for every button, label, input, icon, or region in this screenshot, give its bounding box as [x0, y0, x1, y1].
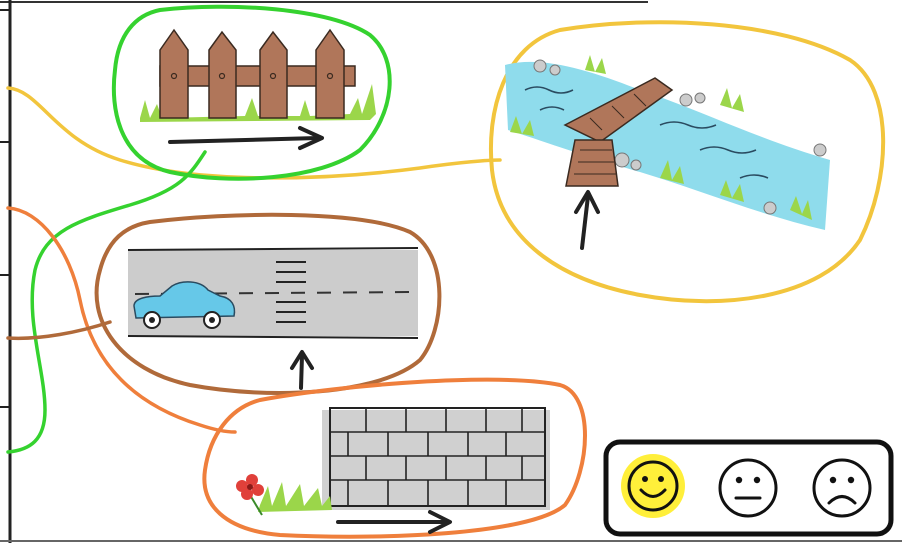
fence-icon: [140, 30, 376, 122]
left-ruler: [0, 0, 10, 543]
smiley-sad-icon[interactable]: [814, 460, 870, 516]
arrow-up-icon: [292, 352, 312, 388]
car-road-icon: [128, 248, 418, 338]
bridge-scene: [491, 22, 883, 301]
wall-icon: [236, 408, 550, 515]
smiley-happy-icon[interactable]: [621, 454, 685, 518]
brown-connector: [8, 322, 110, 338]
road-scene: [97, 215, 440, 393]
green-loop: [114, 7, 390, 179]
wall-scene: [204, 380, 585, 537]
rating-panel: [606, 442, 891, 534]
arrow-right-icon: [338, 512, 450, 532]
smiley-neutral-icon[interactable]: [720, 460, 776, 516]
bridge-icon: [505, 55, 830, 230]
arrow-up-icon: [576, 192, 598, 248]
yellow-connector: [8, 88, 500, 178]
arrow-right-icon: [170, 128, 322, 148]
fence-scene: [114, 7, 390, 179]
